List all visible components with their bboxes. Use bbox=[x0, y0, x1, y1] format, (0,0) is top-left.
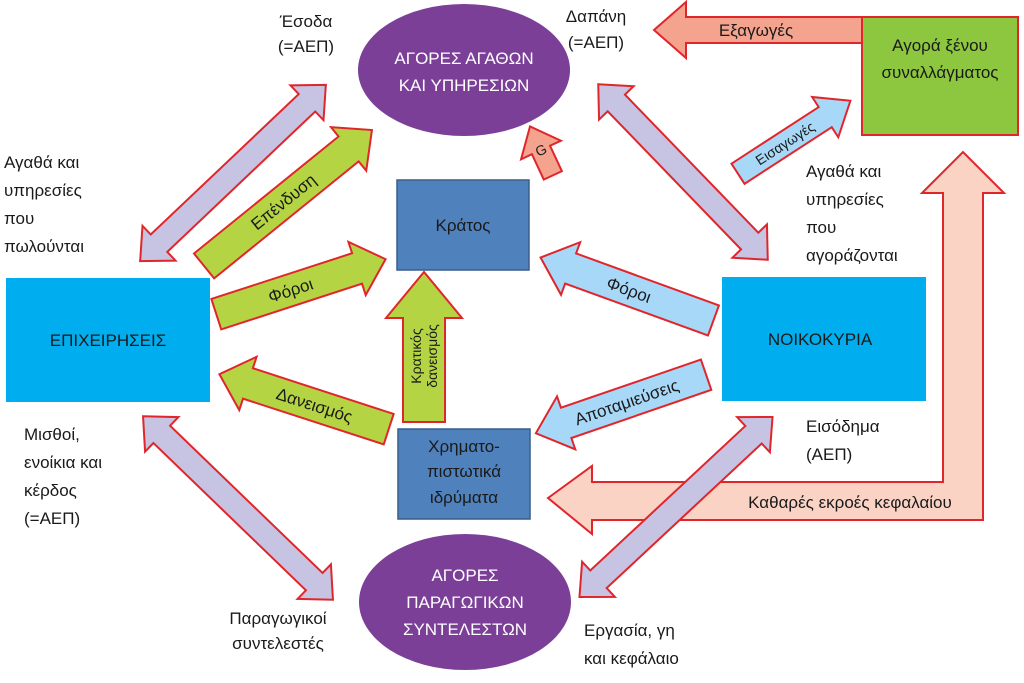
goods-sold-label-2: υπηρεσίες bbox=[4, 181, 82, 200]
spending-label-1: Δαπάνη bbox=[566, 7, 626, 26]
taxes-firms-arrow bbox=[210, 239, 387, 331]
goods-bought-label-2: υπηρεσίες bbox=[806, 190, 884, 209]
goods-bought-label-4: αγοράζονται bbox=[806, 246, 898, 265]
wages-label-1: Μισθοί, bbox=[24, 425, 80, 444]
households-node bbox=[722, 277, 926, 401]
savings-arrow bbox=[534, 358, 713, 452]
government-node bbox=[396, 179, 530, 271]
imports-arrow bbox=[730, 95, 852, 186]
factors-label-1: Παραγωγικοί bbox=[229, 609, 326, 628]
firms-goods-market-arrow bbox=[139, 83, 327, 263]
investment-arrow bbox=[192, 125, 374, 280]
factor-market-node bbox=[359, 534, 571, 670]
taxes-households-arrow bbox=[539, 240, 721, 337]
financial-inst-line-2: πιστωτικά bbox=[427, 462, 501, 481]
exports-label: Εξαγωγές bbox=[719, 21, 793, 40]
net-capital-outflow-arrow bbox=[546, 150, 1007, 537]
goods-services-market-node bbox=[358, 4, 570, 136]
exports-arrow bbox=[652, 0, 863, 61]
goods-bought-label-3: που bbox=[806, 218, 836, 237]
financial-institutions-node bbox=[397, 428, 531, 520]
labour-label-2: και κεφάλαιο bbox=[584, 649, 679, 668]
factors-label-2: συντελεστές bbox=[232, 634, 324, 653]
income-label-2: (ΑΕΠ) bbox=[806, 445, 852, 464]
wages-label-4: (=ΑΕΠ) bbox=[24, 509, 80, 528]
goods-sold-label-4: πωλούνται bbox=[4, 237, 84, 256]
goods-market-households-arrow bbox=[597, 83, 769, 261]
wages-label-2: ενοίκια και bbox=[24, 453, 102, 472]
firms-node bbox=[6, 278, 210, 402]
gov-borrowing-label-2: δανεισμός bbox=[424, 324, 440, 388]
fx-market-node bbox=[861, 16, 1019, 136]
gov-borrowing-arrow bbox=[383, 270, 465, 423]
gov-spending-arrow bbox=[519, 125, 564, 181]
households-label: ΝΟΙΚΟΚΥΡΙΑ bbox=[768, 330, 873, 349]
goods-sold-label-3: που bbox=[4, 209, 34, 228]
financial-inst-line-1: Χρηματο- bbox=[428, 437, 500, 456]
firms-label: ΕΠΙΧΕΙΡΗΣΕΙΣ bbox=[50, 331, 166, 350]
factor-market-households-arrow bbox=[578, 415, 774, 599]
fx-market-line-2: συναλλάγματος bbox=[882, 63, 999, 82]
goods-market-line-2: ΚΑΙ ΥΠΗΡΕΣΙΩΝ bbox=[399, 76, 530, 95]
factor-market-line-3: ΣΥΝΤΕΛΕΣΤΩΝ bbox=[403, 620, 527, 639]
revenue-label-2: (=ΑΕΠ) bbox=[278, 37, 334, 56]
financial-inst-line-3: ιδρύματα bbox=[430, 488, 498, 507]
goods-sold-label-1: Αγαθά και bbox=[4, 153, 79, 172]
gov-borrowing-label-1: Κρατικός bbox=[408, 328, 424, 384]
goods-bought-label-1: Αγαθά και bbox=[806, 162, 881, 181]
goods-market-line-1: ΑΓΟΡΕΣ ΑΓΑΘΩΝ bbox=[394, 49, 533, 68]
fx-market-line-1: Αγορά ξένου bbox=[892, 36, 988, 55]
factor-market-line-1: ΑΓΟΡΕΣ bbox=[431, 566, 498, 585]
borrowing-arrow bbox=[218, 354, 395, 446]
government-label: Κράτος bbox=[436, 216, 491, 235]
wages-label-3: κέρδος bbox=[24, 481, 77, 500]
spending-label-2: (=ΑΕΠ) bbox=[568, 33, 624, 52]
firms-factor-market-arrow bbox=[141, 415, 335, 601]
income-label-1: Εισόδημα bbox=[806, 417, 880, 436]
revenue-label-1: Έσοδα bbox=[279, 12, 333, 31]
net-capital-outflow-label: Καθαρές εκροές κεφαλαίου bbox=[748, 493, 952, 512]
labour-label-1: Εργασία, γη bbox=[584, 621, 675, 640]
factor-market-line-2: ΠΑΡΑΓΩΓΙΚΩΝ bbox=[406, 593, 524, 612]
